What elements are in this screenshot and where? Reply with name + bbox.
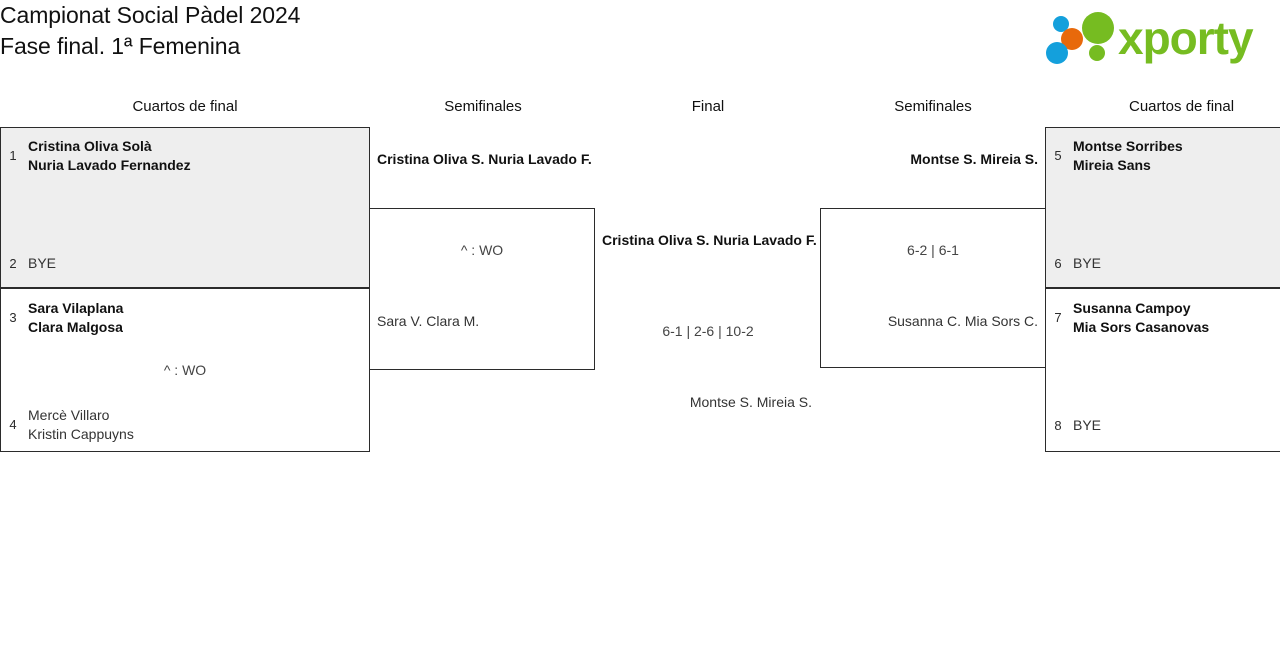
qf1-top-competitor[interactable]: 1 Cristina Oliva Solà Nuria Lavado Ferna… — [6, 137, 191, 175]
logo-dot-blue-small — [1053, 16, 1069, 32]
player-name: Sara Vilaplana — [28, 300, 124, 316]
qf4-top-team: Susanna Campoy Mia Sors Casanovas — [1073, 299, 1209, 337]
qf4-top-competitor[interactable]: 7 Susanna Campoy Mia Sors Casanovas — [1051, 299, 1209, 337]
player-name: Mercè Villaro — [28, 407, 110, 423]
round-header-cuartos-de-final-right: Cuartos de final — [1129, 98, 1235, 115]
player-name: Cristina Oliva S. — [602, 232, 710, 248]
player-name: Nuria Lavado F. — [488, 151, 592, 167]
player-name: Mia Sors Casanovas — [1073, 319, 1210, 335]
player-name: Clara M. — [426, 313, 480, 329]
match-box-sf-left[interactable] — [369, 208, 595, 370]
player-name: Mireia S. — [756, 394, 812, 410]
sf-left-top-team[interactable]: Cristina Oliva S. Nuria Lavado F. — [377, 150, 592, 169]
player-name: BYE — [28, 255, 57, 271]
final-top-team[interactable]: Cristina Oliva S. Nuria Lavado F. — [602, 231, 817, 250]
player-name: Mireia Sans — [1073, 157, 1151, 173]
player-name: Nuria Lavado F. — [713, 232, 817, 248]
qf3-bottom-team: BYE — [1073, 254, 1101, 273]
sf-right-bottom-team[interactable]: Susanna C. Mia Sors C. — [838, 312, 1038, 331]
player-name: Clara Malgosa — [28, 319, 123, 335]
qf1-bottom-team: BYE — [28, 254, 56, 273]
round-header-final: Final — [691, 98, 725, 115]
logo-wordmark: xporty — [1118, 12, 1254, 64]
sf-left-score: ^ : WO — [460, 242, 504, 258]
qf1-bottom-seed: 2 — [9, 256, 17, 271]
logo-dot-blue-large — [1046, 42, 1068, 64]
round-header-semifinales-left: Semifinales — [444, 98, 522, 115]
player-name: Montse S. — [910, 151, 977, 167]
logo-dot-green-large — [1082, 12, 1114, 44]
final-bottom-team[interactable]: Montse S. Mireia S. — [612, 393, 812, 412]
xporty-logo[interactable]: xporty — [1040, 8, 1272, 64]
player-name: Cristina Oliva S. — [377, 151, 485, 167]
qf2-bottom-competitor[interactable]: 4 Mercè Villaro Kristin Cappuyns — [6, 406, 134, 444]
player-name: Susanna C. — [887, 313, 961, 329]
qf4-bottom-seed: 8 — [1054, 418, 1062, 433]
match-box-qf4[interactable] — [1045, 288, 1280, 452]
qf3-bottom-seed: 6 — [1054, 256, 1062, 271]
qf1-top-seed: 1 — [9, 148, 17, 163]
player-name: BYE — [1073, 255, 1102, 271]
player-name: Montse S. — [689, 394, 753, 410]
match-box-qf3[interactable] — [1045, 127, 1280, 288]
player-name: Montse Sorribes — [1073, 138, 1183, 154]
logo-dot-green-small — [1089, 45, 1105, 61]
page-title: Campionat Social Pàdel 2024 Fase final. … — [0, 0, 700, 62]
player-name: Susanna Campoy — [1073, 300, 1191, 316]
player-name: Cristina Oliva Solà — [28, 138, 152, 154]
qf4-top-seed: 7 — [1054, 310, 1062, 325]
player-name: Mireia S. — [980, 151, 1038, 167]
player-name: Sara V. — [377, 313, 423, 329]
qf2-top-competitor[interactable]: 3 Sara Vilaplana Clara Malgosa — [6, 299, 123, 337]
round-header-semifinales-right: Semifinales — [894, 98, 972, 115]
logo-dot-orange — [1061, 28, 1083, 50]
match-box-qf1[interactable] — [0, 127, 370, 288]
qf2-score: ^ : WO — [163, 362, 207, 378]
player-name: Mia Sors C. — [964, 313, 1038, 329]
qf2-bottom-seed: 4 — [9, 417, 17, 432]
qf1-bottom-competitor[interactable]: 2 BYE — [6, 254, 56, 273]
qf2-bottom-team: Mercè Villaro Kristin Cappuyns — [28, 406, 134, 444]
qf3-top-competitor[interactable]: 5 Montse Sorribes Mireia Sans — [1051, 137, 1183, 175]
qf3-top-team: Montse Sorribes Mireia Sans — [1073, 137, 1183, 175]
match-box-qf2[interactable] — [0, 288, 370, 452]
qf3-top-seed: 5 — [1054, 148, 1062, 163]
round-header-cuartos-de-final-left: Cuartos de final — [132, 98, 238, 115]
qf1-top-team: Cristina Oliva Solà Nuria Lavado Fernand… — [28, 137, 191, 175]
page-title-line-2: Fase final. 1ª Femenina — [0, 33, 241, 59]
sf-right-score: 6-2 | 6-1 — [907, 242, 959, 258]
player-name: Nuria Lavado Fernandez — [28, 157, 191, 173]
final-score: 6-1 | 2-6 | 10-2 — [662, 323, 754, 339]
player-name: BYE — [1073, 417, 1102, 433]
sf-left-bottom-team[interactable]: Sara V. Clara M. — [377, 312, 479, 331]
qf4-bottom-competitor[interactable]: 8 BYE — [1051, 416, 1101, 435]
player-name: Kristin Cappuyns — [28, 426, 134, 442]
qf2-top-team: Sara Vilaplana Clara Malgosa — [28, 299, 123, 337]
qf3-bottom-competitor[interactable]: 6 BYE — [1051, 254, 1101, 273]
qf2-top-seed: 3 — [9, 310, 17, 325]
qf4-bottom-team: BYE — [1073, 416, 1101, 435]
match-box-sf-right[interactable] — [820, 208, 1046, 368]
sf-right-top-team[interactable]: Montse S. Mireia S. — [838, 150, 1038, 169]
page-title-line-1: Campionat Social Pàdel 2024 — [0, 2, 301, 28]
